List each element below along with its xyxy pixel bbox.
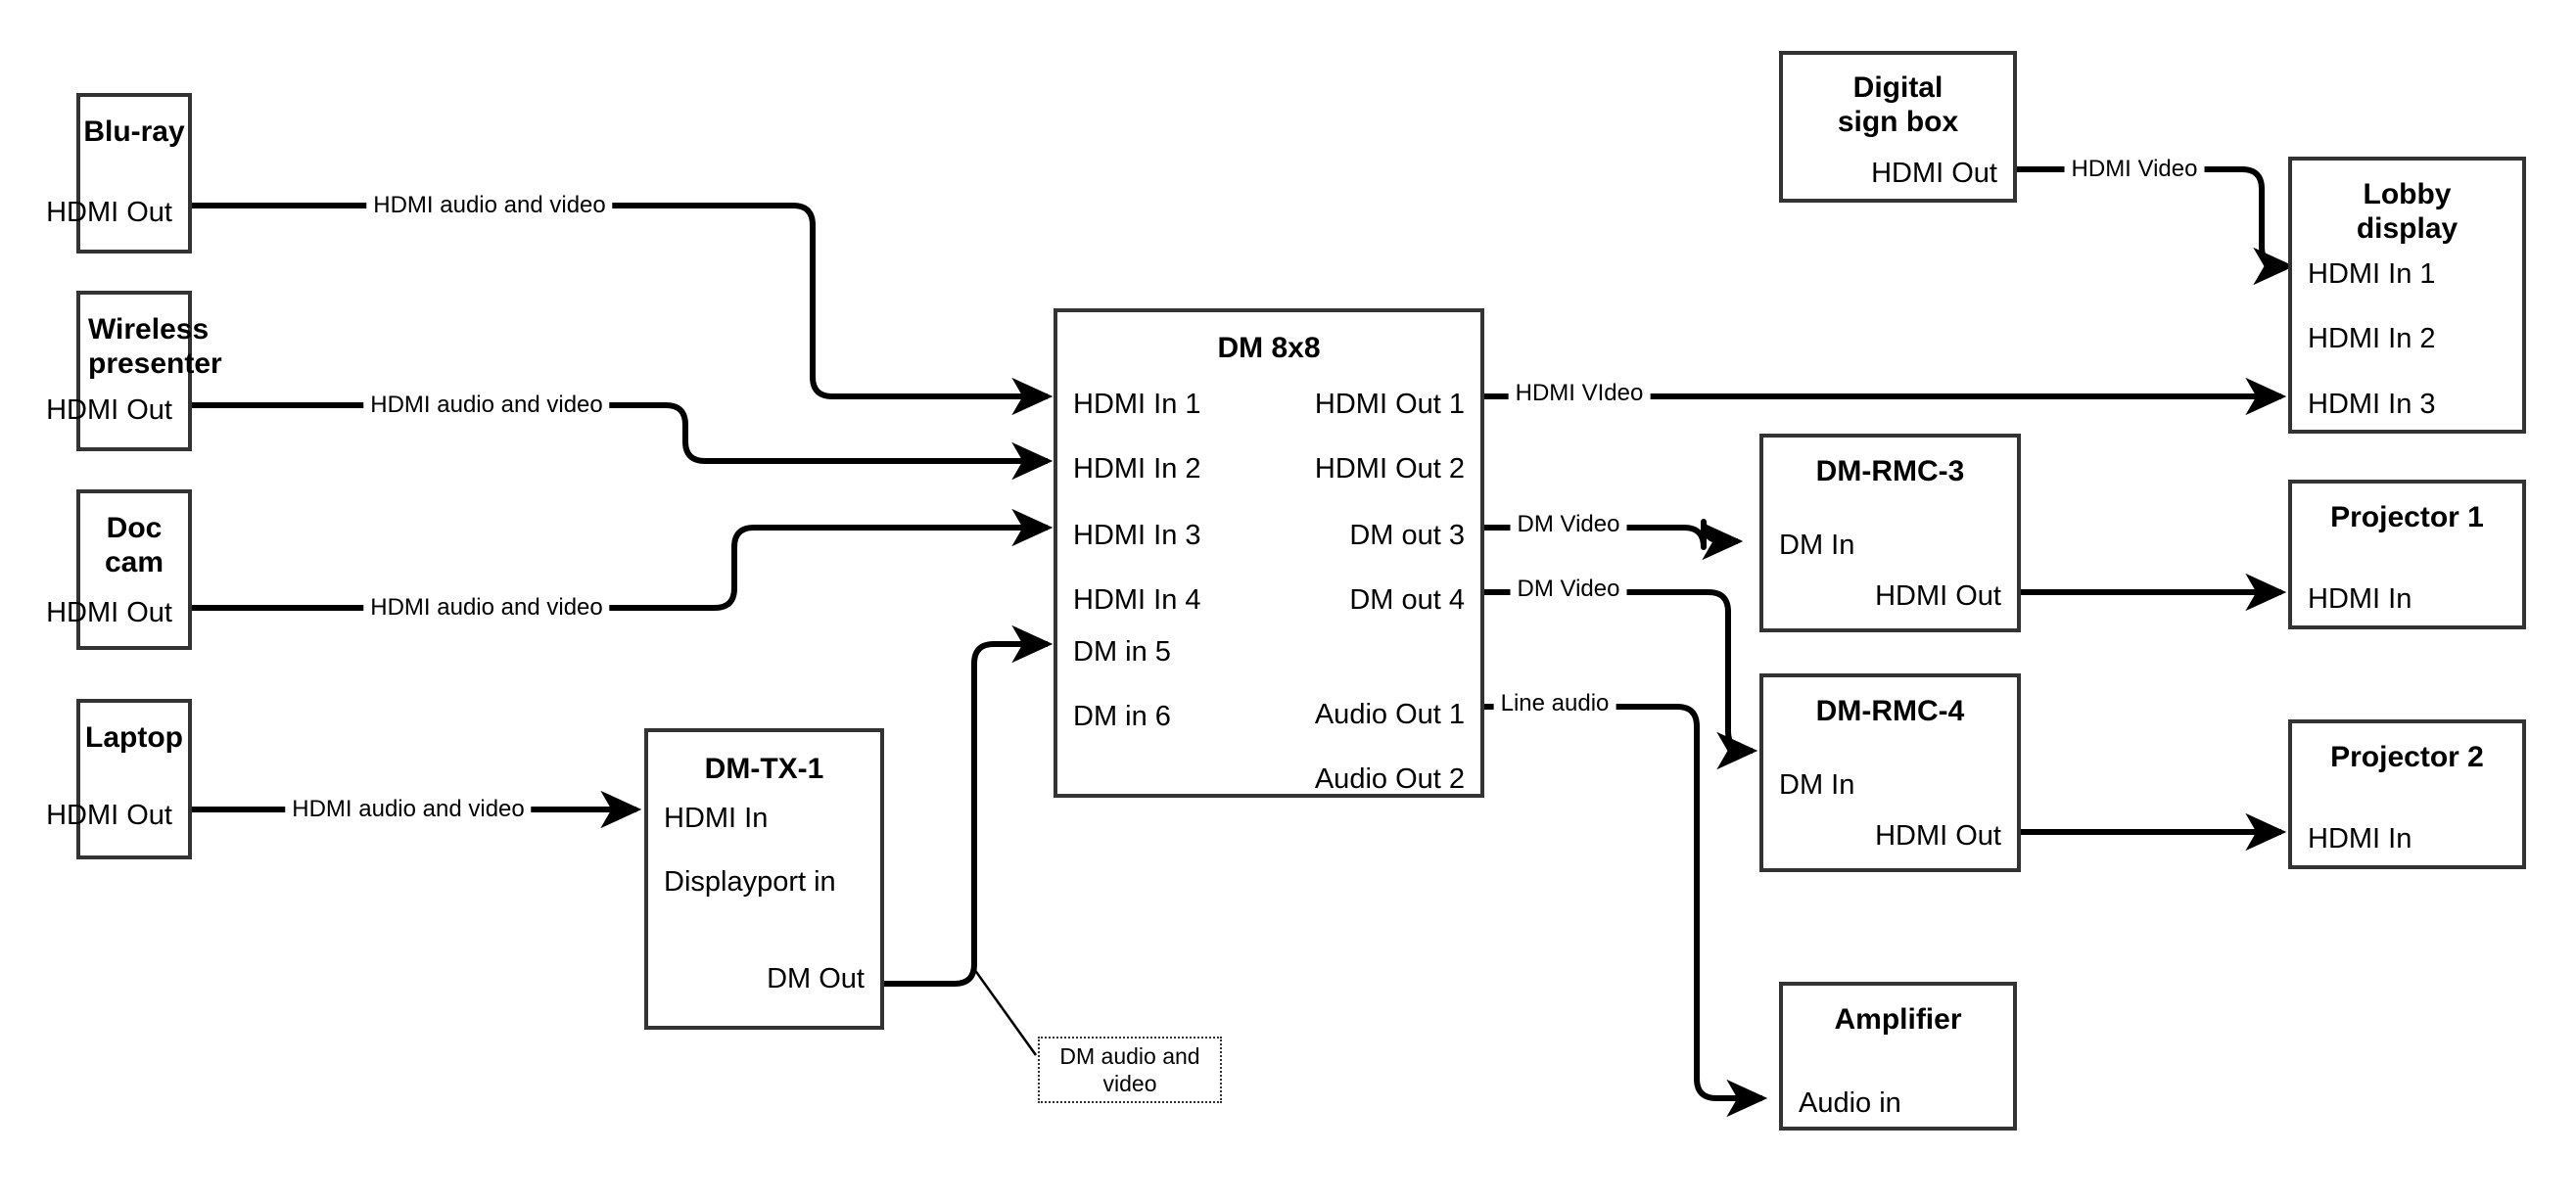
node-blu-ray-port-hdmi-out[interactable]: HDMI Out	[46, 197, 172, 228]
callout-leader-line	[972, 968, 1038, 1056]
node-projector-1-port-hdmi-in[interactable]: HDMI In	[2308, 583, 2412, 615]
node-laptop[interactable]: Laptop HDMI Out	[46, 699, 192, 859]
wire-label-signbox-to-lobby: HDMI Video	[2064, 156, 2205, 183]
node-projector-1[interactable]: Projector 1 HDMI In	[2288, 480, 2526, 629]
wire-label-dm8x8-audio1-to-amplifier: Line audio	[1493, 690, 1616, 717]
node-dm-8x8-port-dm-out-3[interactable]: DM out 3	[1349, 520, 1465, 551]
node-dm-8x8-port-dm-in-5[interactable]: DM in 5	[1073, 636, 1171, 668]
node-blu-ray-title: Blu-ray	[83, 115, 185, 148]
node-dm-rmc-4-title: DM-RMC-4	[1815, 695, 1965, 727]
node-dm-rmc-3[interactable]: DM-RMC-3 DM In HDMI Out	[1759, 434, 2021, 632]
node-dm-8x8-port-audio-out-1[interactable]: Audio Out 1	[1314, 699, 1465, 730]
node-dm-rmc-3-port-dm-in[interactable]: DM In	[1779, 530, 1855, 561]
node-dm-8x8-port-hdmi-in-4[interactable]: HDMI In 4	[1073, 584, 1201, 616]
node-wireless-presenter-port-hdmi-out[interactable]: HDMI Out	[46, 394, 172, 426]
node-dm-8x8-port-hdmi-in-2[interactable]: HDMI In 2	[1073, 453, 1201, 485]
node-dm-8x8-title: DM 8x8	[1217, 332, 1321, 364]
callout-dm-audio-and-video: DM audio and video	[1038, 1037, 1222, 1103]
wire-label-dm8x8-out1-to-lobby: HDMI VIdeo	[1508, 380, 1651, 407]
node-laptop-title: Laptop	[85, 721, 183, 754]
node-laptop-port-hdmi-out[interactable]: HDMI Out	[46, 800, 172, 831]
node-lobby-display[interactable]: Lobby display HDMI In 1 HDMI In 2 HDMI I…	[2288, 157, 2526, 434]
wire-dm8x8-out4-to-rmc4	[1484, 589, 1758, 770]
node-dm-8x8-port-audio-out-2[interactable]: Audio Out 2	[1314, 763, 1465, 795]
node-dm-rmc-4-port-dm-in[interactable]: DM In	[1779, 769, 1855, 801]
node-lobby-display-port-hdmi-in-3[interactable]: HDMI In 3	[2308, 389, 2436, 420]
wire-signbox-to-lobby	[2017, 166, 2295, 286]
node-projector-1-title: Projector 1	[2330, 501, 2484, 533]
node-dm-8x8-port-dm-in-6[interactable]: DM in 6	[1073, 701, 1171, 732]
node-lobby-display-port-hdmi-in-2[interactable]: HDMI In 2	[2308, 323, 2436, 354]
node-wireless-presenter[interactable]: Wireless presenter HDMI Out	[46, 291, 222, 451]
node-digital-sign-box[interactable]: Digital sign box HDMI Out	[1779, 51, 2017, 203]
node-dm-tx-1[interactable]: DM-TX-1 HDMI In Displayport in DM Out	[644, 728, 884, 1030]
node-dm-tx-1-port-dm-out[interactable]: DM Out	[767, 963, 865, 994]
node-amplifier[interactable]: Amplifier Audio in	[1779, 982, 2017, 1131]
node-doc-cam-port-hdmi-out[interactable]: HDMI Out	[46, 597, 172, 628]
node-dm-tx-1-port-hdmi-in[interactable]: HDMI In	[664, 803, 769, 834]
wire-doccam-to-dm8x8	[192, 508, 1054, 611]
node-digital-sign-box-port-hdmi-out[interactable]: HDMI Out	[1871, 158, 1997, 189]
node-wireless-presenter-title: Wireless presenter	[88, 313, 222, 381]
node-doc-cam-title: Doc cam	[104, 512, 164, 579]
node-dm-8x8-port-dm-out-4[interactable]: DM out 4	[1349, 584, 1465, 616]
node-projector-2-title: Projector 2	[2330, 741, 2484, 773]
node-lobby-display-port-hdmi-in-1[interactable]: HDMI In 1	[2308, 258, 2436, 290]
node-lobby-display-title: Lobby display	[2356, 178, 2459, 246]
node-digital-sign-box-title: Digital sign box	[1837, 71, 1959, 139]
node-dm-8x8-port-hdmi-out-1[interactable]: HDMI Out 1	[1314, 389, 1465, 420]
node-amplifier-title: Amplifier	[1834, 1003, 1962, 1036]
node-projector-2-port-hdmi-in[interactable]: HDMI In	[2308, 823, 2412, 855]
wire-label-wireless-to-dm8x8: HDMI audio and video	[363, 392, 610, 419]
node-dm-rmc-4-port-hdmi-out[interactable]: HDMI Out	[1875, 820, 2001, 852]
wire-label-dm8x8-out3-to-rmc3: DM Video	[1510, 511, 1627, 538]
node-dm-8x8-port-hdmi-in-3[interactable]: HDMI In 3	[1073, 520, 1201, 551]
node-dm-rmc-3-title: DM-RMC-3	[1815, 455, 1965, 487]
wire-wireless-to-dm8x8	[192, 402, 1054, 481]
wire-label-dm8x8-out4-to-rmc4: DM Video	[1510, 576, 1627, 603]
wire-label-doccam-to-dm8x8: HDMI audio and video	[363, 594, 610, 622]
node-dm-tx-1-title: DM-TX-1	[704, 753, 824, 785]
wire-label-laptop-to-dmtx1: HDMI audio and video	[285, 796, 532, 823]
node-doc-cam[interactable]: Doc cam HDMI Out	[46, 489, 192, 650]
node-dm-8x8-port-hdmi-out-2[interactable]: HDMI Out 2	[1314, 453, 1465, 485]
node-dm-rmc-4[interactable]: DM-RMC-4 DM In HDMI Out	[1759, 673, 2021, 872]
node-amplifier-port-audio-in[interactable]: Audio in	[1799, 1087, 1901, 1119]
node-projector-2[interactable]: Projector 2 HDMI In	[2288, 719, 2526, 869]
wire-dmtx1-to-dm8x8	[884, 624, 1054, 987]
node-dm-8x8-port-hdmi-in-1[interactable]: HDMI In 1	[1073, 389, 1201, 420]
node-dm-8x8-body[interactable]: DM 8x8 HDMI In 1 HDMI In 2 HDMI In 3 HDM…	[1054, 308, 1484, 798]
node-dm-rmc-3-port-hdmi-out[interactable]: HDMI Out	[1875, 580, 2001, 612]
wire-blu-ray-to-dm8x8	[192, 203, 1054, 416]
node-dm-tx-1-port-displayport-in[interactable]: Displayport in	[664, 866, 836, 898]
wire-dm8x8-audio1-to-amplifier	[1484, 704, 1768, 1118]
node-blu-ray[interactable]: Blu-ray HDMI Out	[46, 93, 192, 254]
wire-label-blu-ray-to-dm8x8: HDMI audio and video	[366, 192, 613, 219]
